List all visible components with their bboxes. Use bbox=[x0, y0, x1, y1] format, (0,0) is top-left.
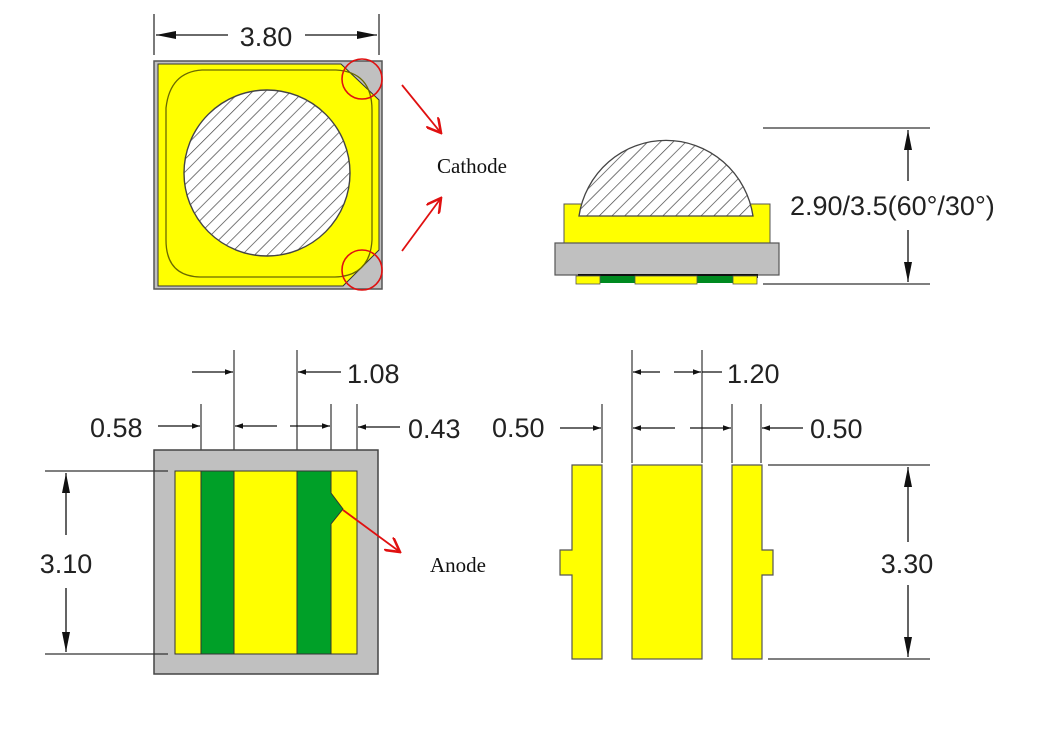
top-view: 3.80 Cathode bbox=[153, 14, 507, 291]
footprint-view: 1.20 0.50 0.50 3.30 bbox=[492, 350, 934, 660]
cathode-marker-bottom bbox=[341, 249, 383, 291]
anode-label: Anode bbox=[430, 553, 486, 577]
cathode-label: Cathode bbox=[437, 154, 507, 178]
left-pad-dimension: 0.50 bbox=[492, 413, 545, 443]
right-gap-dimension: 0.43 bbox=[408, 414, 461, 444]
top-width-dimension: 3.80 bbox=[240, 22, 293, 52]
right-pad-dimension: 0.50 bbox=[810, 414, 863, 444]
footprint-height-dimension: 3.30 bbox=[881, 549, 934, 579]
cathode-marker-top bbox=[341, 58, 383, 100]
bottom-height-dimension: 3.10 bbox=[40, 549, 93, 579]
pad-width-dimension: 1.08 bbox=[347, 359, 400, 389]
side-view: 2.90/3.5(60°/30°) bbox=[554, 127, 995, 285]
center-pad-dimension: 1.20 bbox=[727, 359, 780, 389]
bottom-view: 1.08 0.58 0.43 3.10 Anode bbox=[40, 350, 486, 675]
side-height-dimension: 2.90/3.5(60°/30°) bbox=[790, 191, 995, 221]
left-gap-dimension: 0.58 bbox=[90, 413, 143, 443]
